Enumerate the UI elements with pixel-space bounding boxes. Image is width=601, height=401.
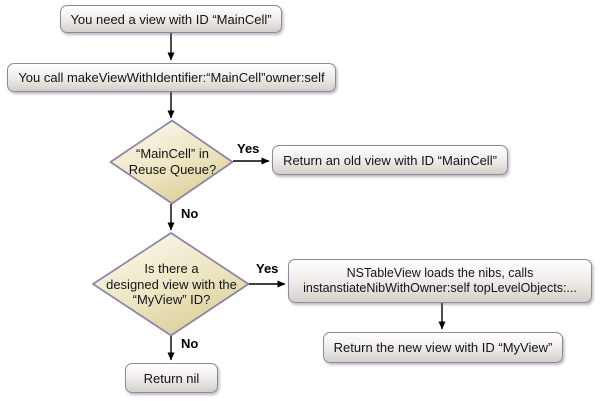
node-nstableview-loads-line2: instanstiateNibWithOwner:self topLevelOb… bbox=[303, 281, 577, 295]
node-call-makeview-label: You call makeViewWithIdentifier:“MainCel… bbox=[18, 70, 325, 85]
edge-label-reuse-yes: Yes bbox=[237, 141, 260, 156]
node-need-view: You need a view with ID “MainCell” bbox=[60, 5, 282, 33]
node-need-view-label: You need a view with ID “MainCell” bbox=[70, 11, 272, 27]
decision-diamond-designed-shape bbox=[92, 232, 250, 337]
edge-label-designed-no: No bbox=[181, 336, 199, 351]
node-call-makeview: You call makeViewWithIdentifier:“MainCel… bbox=[7, 63, 336, 92]
decision-designed-view-text: Is there a designed view with the “MyVie… bbox=[93, 261, 250, 308]
decision-reuse-queue-text: “MainCell” in Reuse Queue? bbox=[110, 146, 235, 177]
decision-reuse-queue-line2: Reuse Queue? bbox=[128, 161, 217, 177]
edge-label-reuse-no: No bbox=[181, 206, 199, 221]
node-nstableview-loads-line1: NSTableView loads the nibs, calls bbox=[346, 266, 534, 280]
node-return-old-view: Return an old view with ID “MainCell” bbox=[272, 145, 508, 175]
decision-diamond-reuse-shape bbox=[109, 119, 234, 205]
decision-designed-view-line3: “MyView” ID? bbox=[132, 292, 211, 307]
decision-reuse-queue-line1: “MainCell” in bbox=[136, 146, 209, 161]
node-return-new-view: Return the new view with ID “MyView” bbox=[323, 332, 563, 363]
node-return-nil: Return nil bbox=[125, 363, 218, 393]
decision-designed-view-line2: designed view with the bbox=[106, 276, 237, 292]
node-nstableview-loads: NSTableView loads the nibs, calls instan… bbox=[288, 259, 592, 303]
edge-label-designed-yes: Yes bbox=[256, 261, 279, 276]
node-return-new-view-label: Return the new view with ID “MyView” bbox=[333, 340, 553, 355]
node-return-old-view-label: Return an old view with ID “MainCell” bbox=[283, 152, 497, 168]
node-return-nil-label: Return nil bbox=[143, 370, 200, 386]
decision-designed-view-line1: Is there a bbox=[144, 261, 199, 276]
